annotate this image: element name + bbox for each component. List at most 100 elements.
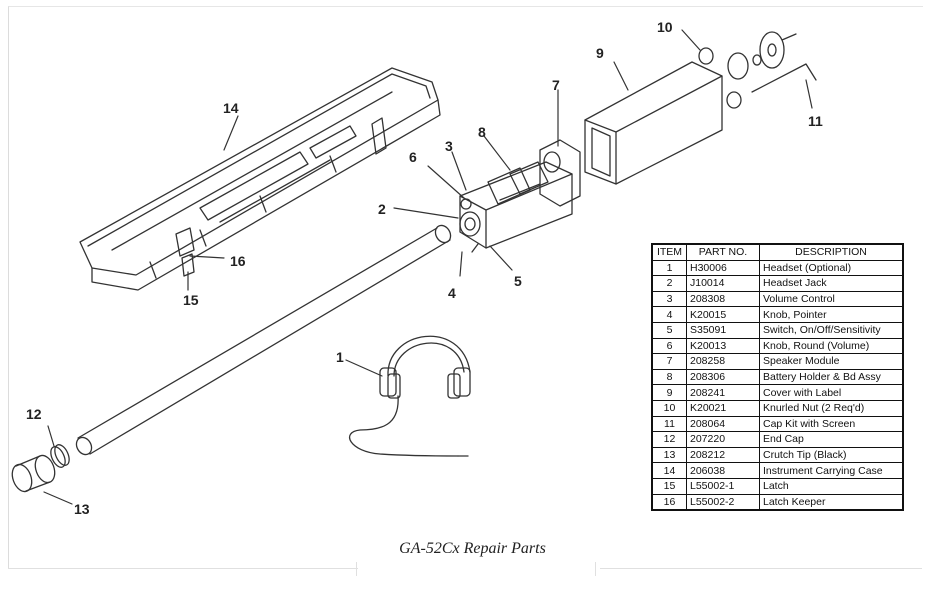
part-no-cell: L55002-1 [686,477,760,495]
description-cell: Cap Kit with Screen [759,415,904,433]
item-cell: 2 [651,275,687,292]
part-no-cell: 208241 [686,384,760,401]
part-no-cell: 208308 [686,290,760,308]
bottom-rule [600,568,922,569]
table-header-row: ITEM PART NO. DESCRIPTION [651,243,904,261]
item-cell: 3 [651,290,687,308]
item-cell: 14 [651,462,687,479]
item-cell: 9 [651,384,687,401]
crutch-tip-part [11,454,56,493]
item-cell: 7 [651,353,687,370]
description-cell: Crutch Tip (Black) [759,446,904,464]
callout-14: 14 [223,100,239,116]
part-no-cell: 208064 [686,415,760,433]
callout-12: 12 [26,406,42,422]
description-cell: Latch [759,477,904,495]
part-no-cell: 208306 [686,368,760,386]
part-no-cell: S35091 [686,321,760,339]
headset-part [348,335,471,457]
end-cap-part [50,444,70,468]
electronics-chassis-part [459,161,573,253]
part-no-cell: J10014 [686,275,760,292]
description-cell: Headset (Optional) [759,259,904,277]
callout-1: 1 [336,349,344,365]
callout-2: 2 [378,201,386,217]
description-cell: Cover with Label [759,384,904,401]
callout-6: 6 [409,149,417,165]
description-cell: Battery Holder & Bd Assy [759,368,904,386]
callout-4: 4 [448,285,456,301]
part-no-cell: K20021 [686,399,760,417]
part-no-cell: 206038 [686,462,760,479]
item-cell: 6 [651,337,687,355]
part-no-cell: L55002-2 [686,493,760,511]
item-cell: 1 [651,259,687,277]
description-cell: Headset Jack [759,275,904,292]
description-cell: Knob, Round (Volume) [759,337,904,355]
item-cell: 4 [651,306,687,323]
description-cell: Speaker Module [759,353,904,370]
description-cell: Knob, Pointer [759,306,904,323]
latch-part [181,253,195,277]
shaft-tube-part [75,224,452,456]
column-header-part-no: PART NO. [686,243,760,261]
callout-11: 11 [808,113,823,129]
callout-16: 16 [230,253,246,269]
description-cell: Instrument Carrying Case [759,462,904,479]
callout-5: 5 [514,273,522,289]
part-no-cell: H30006 [686,259,760,277]
callout-3: 3 [445,138,453,154]
item-cell: 11 [651,415,687,433]
description-cell: End Cap [759,431,904,448]
carrying-case-part [79,67,441,291]
item-cell: 8 [651,368,687,386]
column-header-description: DESCRIPTION [759,243,904,261]
item-cell: 13 [651,446,687,464]
part-no-cell: K20013 [686,337,760,355]
item-cell: 10 [651,399,687,417]
figure-caption: GA-52Cx Repair Parts [399,540,546,557]
callout-15: 15 [183,292,199,308]
item-cell: 16 [651,493,687,511]
knurled-nut-part [698,47,742,109]
part-no-cell: 208258 [686,353,760,370]
divider-tick [595,562,596,576]
callout-8: 8 [478,124,486,140]
leader-lines [43,29,813,505]
description-cell: Switch, On/Off/Sensitivity [759,321,904,339]
item-cell: 5 [651,321,687,339]
description-cell: Volume Control [759,290,904,308]
item-cell: 15 [651,477,687,495]
callout-7: 7 [552,77,560,93]
item-cell: 12 [651,431,687,448]
callout-9: 9 [596,45,604,61]
callout-13: 13 [74,501,90,517]
description-cell: Latch Keeper [759,493,904,511]
part-no-cell: K20015 [686,306,760,323]
column-header-item: ITEM [651,243,687,261]
latch-keeper-part [175,227,195,257]
cover-part [584,61,723,185]
part-no-cell: 207220 [686,431,760,448]
speaker-module-part [539,139,581,207]
figure-border [8,6,923,569]
description-cell: Knurled Nut (2 Req'd) [759,399,904,417]
bottom-rule [8,568,358,569]
